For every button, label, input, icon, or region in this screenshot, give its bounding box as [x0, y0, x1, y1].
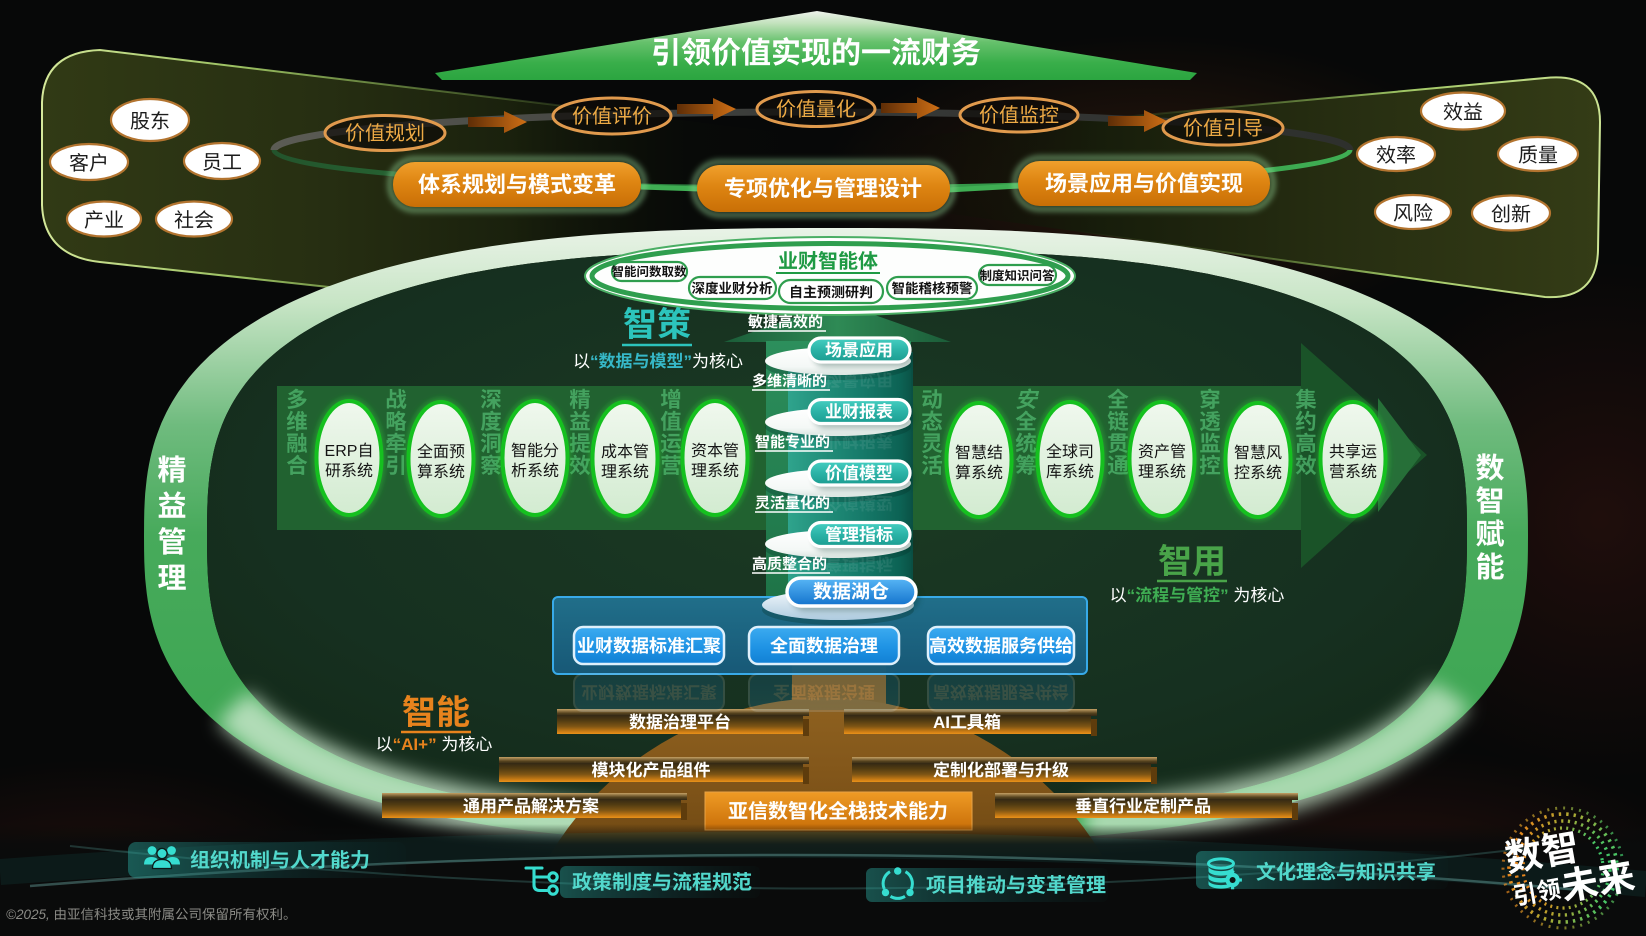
- svg-text:多维融合: 多维融合: [286, 388, 308, 478]
- svg-text:自主预测研判: 自主预测研判: [789, 284, 873, 300]
- svg-text:价值引导: 价值引导: [1183, 118, 1263, 140]
- svg-text:以“流程与管控” 为核心: 以“流程与管控” 为核心: [1110, 586, 1285, 605]
- svg-text:管理指标: 管理指标: [825, 554, 893, 573]
- svg-text:数据湖仓: 数据湖仓: [813, 581, 889, 603]
- svg-text:体系规划与模式变革: 体系规划与模式变革: [418, 172, 616, 197]
- svg-text:垂直行业定制产品: 垂直行业定制产品: [1075, 797, 1211, 816]
- svg-text:价值规划: 价值规划: [345, 123, 425, 145]
- svg-text:业财报表: 业财报表: [825, 431, 893, 450]
- svg-text:专项优化与管理设计: 专项优化与管理设计: [724, 176, 922, 201]
- svg-text:通用产品解决方案: 通用产品解决方案: [463, 797, 599, 816]
- svg-text:深度洞察: 深度洞察: [480, 388, 502, 478]
- svg-text:精益提效: 精益提效: [569, 388, 591, 478]
- svg-text:项目推动与变革管理: 项目推动与变革管理: [926, 874, 1106, 897]
- svg-text:业财数据标准汇聚: 业财数据标准汇聚: [581, 682, 717, 701]
- svg-text:风险: 风险: [1393, 203, 1433, 225]
- svg-text:业财智能体: 业财智能体: [778, 250, 878, 273]
- svg-text:以“数据与模型”为核心: 以“数据与模型”为核心: [573, 352, 743, 371]
- svg-text:模块化产品组件: 模块化产品组件: [592, 761, 711, 780]
- svg-text:组织机制与人才能力: 组织机制与人才能力: [190, 849, 370, 872]
- svg-text:智能问数取数: 智能问数取数: [611, 265, 687, 279]
- svg-text:安全统筹: 安全统筹: [1015, 388, 1039, 478]
- svg-text:穿透监控: 穿透监控: [1199, 388, 1221, 478]
- svg-text:创新: 创新: [1491, 204, 1531, 226]
- svg-text:智能稽核预警: 智能稽核预警: [892, 281, 973, 296]
- svg-text:价值监控: 价值监控: [979, 105, 1059, 127]
- svg-text:敏捷高效的: 敏捷高效的: [748, 314, 823, 331]
- svg-text:业财数据标准汇聚: 业财数据标准汇聚: [577, 636, 721, 656]
- svg-text:战略牵引: 战略牵引: [385, 388, 407, 478]
- svg-text:动态灵活: 动态灵活: [921, 388, 943, 478]
- svg-text:社会: 社会: [174, 210, 214, 232]
- svg-text:业财报表: 业财报表: [825, 403, 893, 422]
- svg-text:©2025, 由亚信科技或其附属公司保留所有权利。: ©2025, 由亚信科技或其附属公司保留所有权利。: [6, 907, 296, 922]
- svg-text:场景应用: 场景应用: [825, 341, 893, 360]
- svg-text:产业: 产业: [84, 210, 124, 232]
- svg-text:政策制度与流程规范: 政策制度与流程规范: [572, 871, 752, 894]
- svg-text:效益: 效益: [1443, 102, 1483, 124]
- svg-text:价值模型: 价值模型: [825, 464, 893, 483]
- svg-text:智能专业的: 智能专业的: [755, 434, 830, 451]
- svg-text:场景应用与价值实现: 场景应用与价值实现: [1045, 171, 1243, 196]
- svg-text:智策: 智策: [623, 306, 691, 344]
- svg-text:效率: 效率: [1376, 145, 1416, 167]
- svg-text:智能: 智能: [402, 694, 470, 732]
- svg-text:亚信数智化全栈技术能力: 亚信数智化全栈技术能力: [728, 800, 948, 823]
- svg-text:灵活量化的: 灵活量化的: [755, 495, 830, 512]
- svg-text:智用: 智用: [1158, 543, 1226, 581]
- svg-text:管理指标: 管理指标: [825, 526, 893, 545]
- svg-text:高效数据服务供给: 高效数据服务供给: [933, 682, 1069, 701]
- svg-text:全面数据治理: 全面数据治理: [770, 636, 878, 656]
- svg-text:全链贯通: 全链贯通: [1107, 388, 1129, 478]
- svg-text:高质整合的: 高质整合的: [752, 556, 827, 573]
- svg-text:制度知识问答: 制度知识问答: [979, 269, 1055, 283]
- svg-text:场景应用: 场景应用: [825, 370, 893, 389]
- svg-text:质量: 质量: [1518, 145, 1558, 167]
- svg-text:员工: 员工: [202, 152, 242, 174]
- svg-text:价值模型: 价值模型: [825, 493, 893, 512]
- svg-text:全面数据治理: 全面数据治理: [773, 682, 875, 701]
- svg-text:文化理念与知识共享: 文化理念与知识共享: [1256, 861, 1436, 884]
- svg-text:多维清晰的: 多维清晰的: [752, 373, 827, 390]
- svg-text:引领价值实现的一流财务: 引领价值实现的一流财务: [651, 37, 981, 70]
- svg-text:高效数据服务供给: 高效数据服务供给: [929, 636, 1073, 656]
- svg-text:数据治理平台: 数据治理平台: [629, 713, 731, 732]
- svg-text:数智赋能: 数智赋能: [1475, 453, 1504, 584]
- svg-text:客户: 客户: [69, 153, 109, 175]
- svg-text:增值运营: 增值运营: [660, 388, 682, 478]
- svg-text:价值评价: 价值评价: [572, 106, 652, 128]
- svg-text:深度业财分析: 深度业财分析: [692, 281, 773, 296]
- svg-text:价值量化: 价值量化: [776, 99, 856, 121]
- svg-text:AI工具箱: AI工具箱: [933, 713, 1001, 732]
- svg-text:集约高效: 集约高效: [1295, 388, 1317, 478]
- svg-text:股东: 股东: [130, 111, 170, 133]
- svg-text:定制化部署与升级: 定制化部署与升级: [933, 761, 1069, 780]
- svg-text:以“AI+” 为核心: 以“AI+” 为核心: [376, 735, 493, 754]
